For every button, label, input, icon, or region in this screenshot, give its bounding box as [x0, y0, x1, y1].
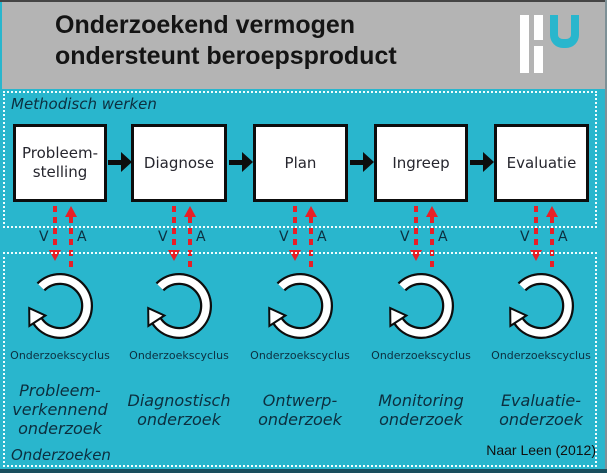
process-box-diagnose: Diagnose: [131, 124, 227, 202]
right-arrow-icon: [350, 152, 374, 173]
research-type-label: Evaluatie- onderzoek: [499, 391, 583, 429]
red-up-arrow-head: [184, 206, 196, 217]
red-arrow-dot: [430, 261, 434, 267]
red-up-arrow-line: [309, 217, 313, 257]
research-type-label: Monitoring onderzoek: [378, 391, 464, 429]
va-label-v: V: [39, 229, 49, 245]
red-up-arrow-head: [65, 206, 77, 217]
right-arrow-icon: [229, 152, 253, 173]
research-type-label: Ontwerp- onderzoek: [258, 391, 342, 429]
process-box-ingreep: Ingreep: [374, 124, 468, 202]
cycle-arrow-icon: [509, 272, 575, 339]
cycle-label: Onderzoekscyclus: [129, 349, 229, 362]
region-onderzoeken: Onderzoeken: [3, 252, 597, 467]
red-down-arrow-head: [530, 250, 542, 261]
red-down-arrow-head: [289, 250, 301, 261]
hu-logo-icon: [520, 15, 584, 75]
process-box-evaluatie: Evaluatie: [494, 124, 589, 202]
red-arrow-dot: [550, 261, 554, 267]
attribution-text: Naar Leen (2012): [486, 442, 596, 458]
research-type-label: Diagnostisch onderzoek: [127, 391, 231, 429]
right-arrow-icon: [108, 152, 132, 173]
va-label-a: A: [317, 229, 327, 245]
red-down-arrow-head: [410, 250, 422, 261]
hu-logo-bar-segment: [534, 15, 543, 40]
red-up-arrow-line: [188, 217, 192, 257]
red-down-arrow-line: [534, 206, 538, 250]
process-box-probleemstelling: Probleem- stelling: [13, 124, 107, 202]
red-up-arrow-head: [426, 206, 438, 217]
right-arrow-icon: [470, 152, 494, 173]
region-methodisch-werken: Methodisch werken: [3, 91, 597, 228]
red-arrow-dot: [69, 261, 73, 267]
page-title: Onderzoekend vermogen ondersteunt beroep…: [55, 11, 397, 70]
red-down-arrow-head: [49, 250, 61, 261]
red-arrow-dot: [309, 261, 313, 267]
cycle-arrow-icon: [389, 272, 455, 339]
red-down-arrow-line: [172, 206, 176, 250]
hu-logo-u: [550, 15, 579, 48]
cycle-label: Onderzoekscyclus: [250, 349, 350, 362]
va-label-v: V: [400, 229, 410, 245]
top-edge-line: [0, 0, 607, 2]
region-label-onderzoeken: Onderzoeken: [11, 446, 111, 464]
va-label-a: A: [438, 229, 448, 245]
red-up-arrow-head: [546, 206, 558, 217]
red-up-arrow-line: [69, 217, 73, 257]
red-up-arrow-line: [550, 217, 554, 257]
bottom-edge-line: [0, 469, 607, 473]
red-down-arrow-line: [414, 206, 418, 250]
hu-logo-bar: [520, 15, 529, 73]
va-label-v: V: [520, 229, 530, 245]
va-label-a: A: [77, 229, 87, 245]
va-label-a: A: [558, 229, 568, 245]
slide-header: Onderzoekend vermogen ondersteunt beroep…: [2, 2, 605, 89]
hu-logo-bar-segment: [534, 46, 543, 73]
red-down-arrow-line: [53, 206, 57, 250]
red-arrow-dot: [188, 261, 192, 267]
va-label-v: V: [158, 229, 168, 245]
red-up-arrow-line: [430, 217, 434, 257]
cycle-arrow-icon: [147, 272, 213, 339]
red-down-arrow-head: [168, 250, 180, 261]
cycle-label: Onderzoekscyclus: [371, 349, 471, 362]
cycle-arrow-icon: [268, 272, 334, 339]
red-up-arrow-head: [305, 206, 317, 217]
red-down-arrow-line: [293, 206, 297, 250]
region-label-methodisch-werken: Methodisch werken: [11, 95, 157, 113]
va-label-v: V: [279, 229, 289, 245]
va-label-a: A: [196, 229, 206, 245]
cycle-label: Onderzoekscyclus: [491, 349, 591, 362]
cycle-label: Onderzoekscyclus: [10, 349, 110, 362]
right-edge-line: [605, 0, 607, 473]
cycle-arrow-icon: [28, 272, 94, 339]
process-box-plan: Plan: [253, 124, 348, 202]
research-type-label: Probleem- verkennend onderzoek: [12, 381, 108, 438]
